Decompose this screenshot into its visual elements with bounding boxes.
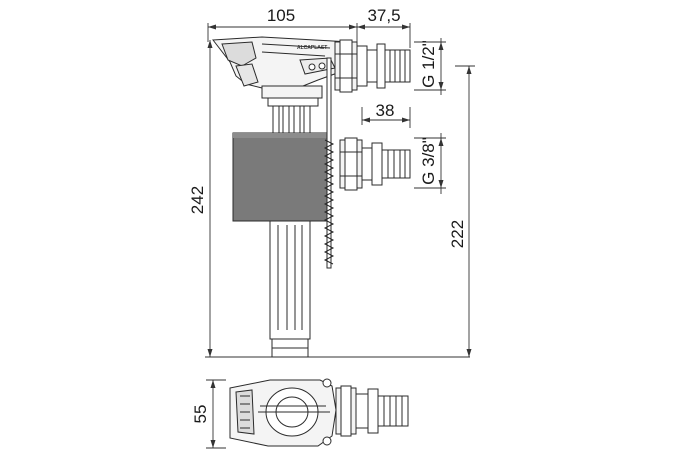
valve-top-view [229, 378, 409, 447]
dim-offset-37-5: 37,5 [367, 6, 400, 25]
dim-thread-g38: G 3/8" [419, 137, 438, 185]
dim-height-222: 222 [448, 220, 467, 248]
brand-label: ALCAPLAST [297, 45, 327, 51]
float-cup [232, 132, 331, 222]
dim-depth-55: 55 [191, 405, 210, 424]
valve-front-view: ALCAPLAST [212, 36, 411, 358]
dimension-arrowheads [207, 24, 472, 448]
dim-height-242: 242 [188, 186, 207, 214]
dim-offset-38: 38 [376, 101, 395, 120]
dim-thread-g12: G 1/2" [419, 40, 438, 88]
dim-width-105: 105 [267, 6, 295, 25]
